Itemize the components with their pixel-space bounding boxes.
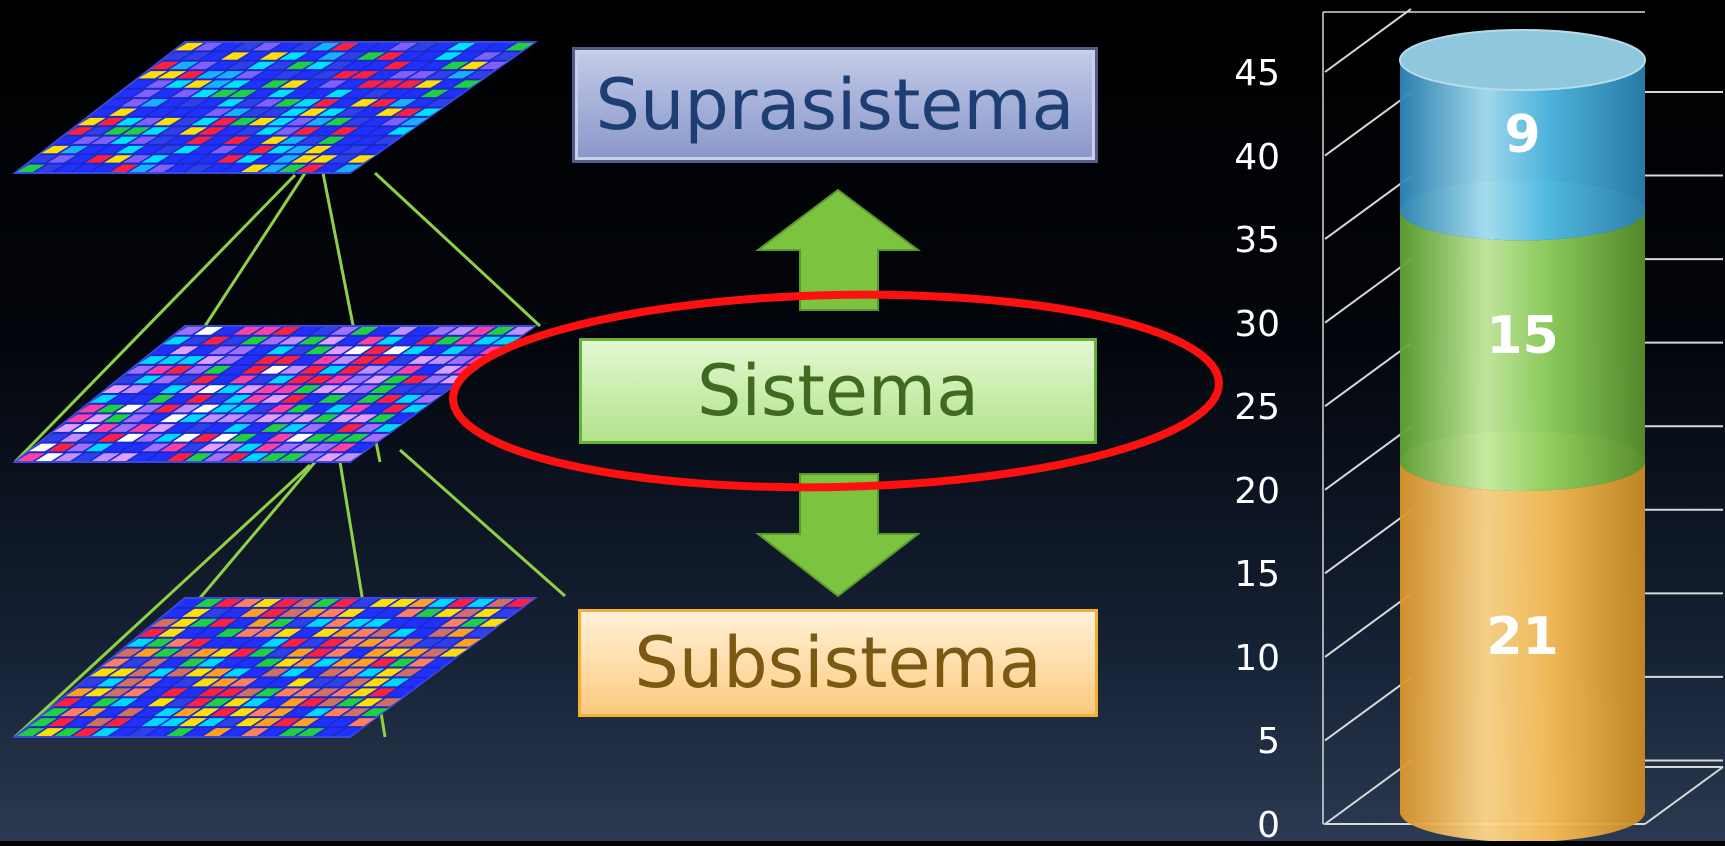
y-tick-label: 5 — [1257, 721, 1280, 763]
gridline-diagonal — [1324, 91, 1412, 157]
highlight-ellipse — [449, 290, 1223, 492]
gridline-diagonal — [1324, 425, 1412, 491]
gridline-diagonal — [1324, 509, 1412, 575]
y-tick-label: 35 — [1234, 220, 1280, 262]
gridline-diagonal — [1324, 676, 1412, 742]
cylinder-segment — [1400, 60, 1645, 241]
subsystem-box: Subsistema — [578, 609, 1098, 717]
y-tick-label: 20 — [1234, 470, 1280, 512]
y-tick-label: 40 — [1234, 136, 1280, 178]
y-tick-label: 25 — [1234, 387, 1280, 429]
segment-value-label: 15 — [1486, 305, 1559, 366]
down-arrow-icon — [755, 473, 921, 598]
gridline-diagonal — [1324, 593, 1412, 658]
up-arrow-icon — [755, 188, 921, 311]
stacked-cylinder-bar — [1399, 29, 1646, 841]
y-tick-label: 15 — [1234, 554, 1280, 596]
segment-value-label: 9 — [1504, 105, 1541, 166]
cylinder-segment — [1400, 210, 1645, 492]
suprasystem-box: Suprasistema — [575, 50, 1095, 160]
y-tick-label: 10 — [1234, 637, 1280, 679]
segment-value-label: 21 — [1486, 606, 1559, 667]
system-label: Sistema — [697, 350, 979, 432]
gridline-diagonal — [1324, 258, 1412, 324]
y-tick-label: 0 — [1257, 805, 1280, 846]
gridline-diagonal — [1324, 760, 1412, 825]
system-grid-layer — [12, 325, 539, 463]
subsystem-grid-layer — [12, 597, 538, 738]
suprasystem-label: Suprasistema — [595, 64, 1075, 146]
subsystem-label: Subsistema — [634, 622, 1042, 704]
y-tick-label: 30 — [1234, 303, 1280, 345]
suprasystem-grid-layer — [12, 41, 539, 174]
chart-gridlines — [1324, 8, 1723, 825]
gridline-diagonal — [1324, 175, 1412, 240]
cylinder-top-cap — [1399, 29, 1646, 91]
gridline-diagonal — [1324, 8, 1412, 73]
cylinder-segment — [1400, 461, 1645, 841]
gridline-diagonal — [1324, 342, 1412, 408]
y-tick-label: 45 — [1234, 53, 1280, 94]
system-box: Sistema — [579, 338, 1097, 444]
